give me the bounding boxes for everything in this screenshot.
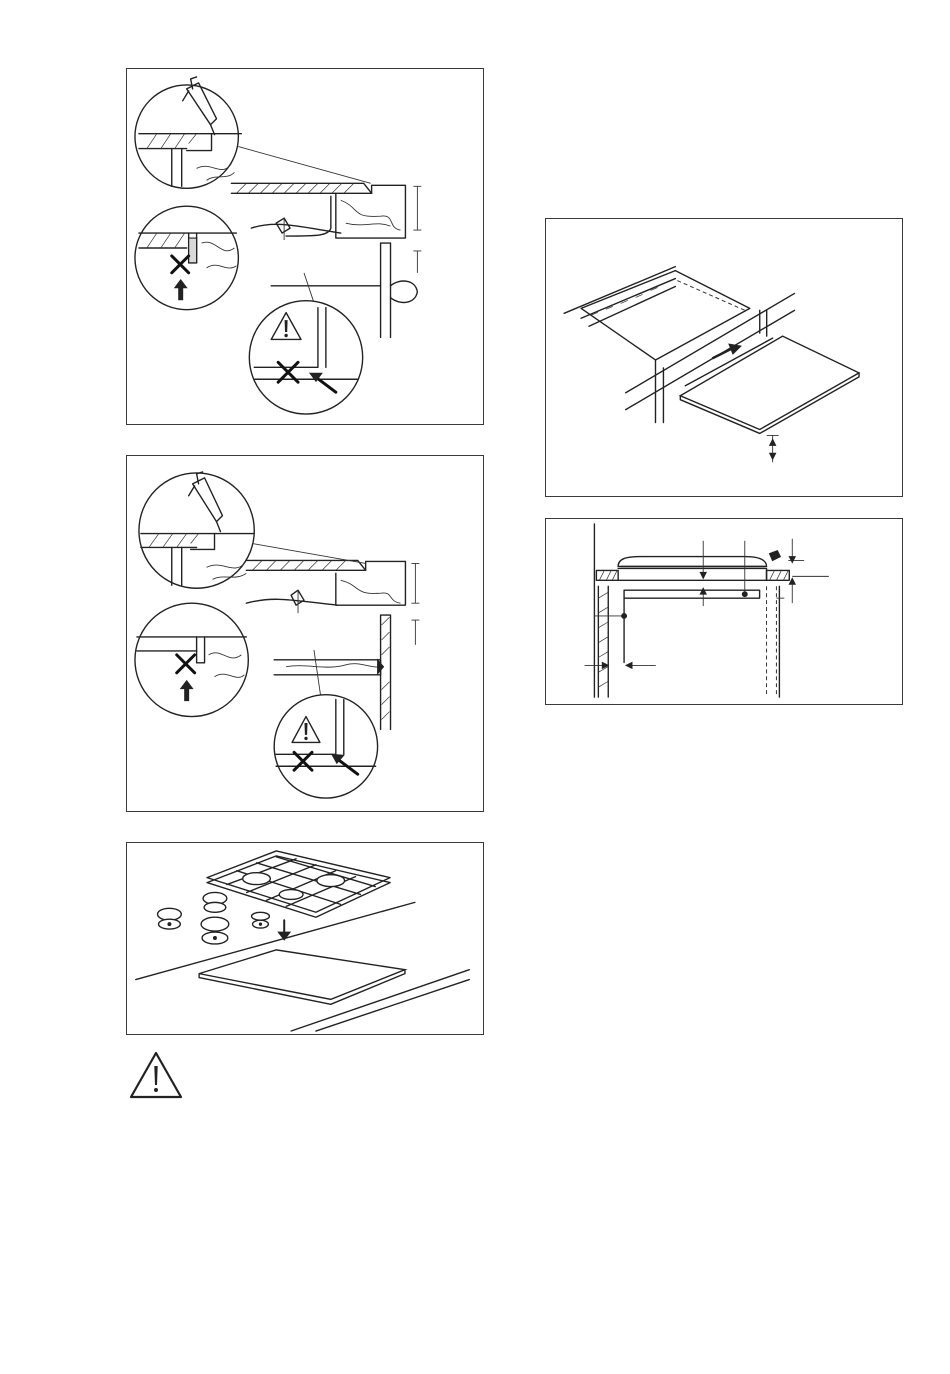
figure-sealing-detail-1 [126,68,484,425]
figure-sealing-detail-2-drawing [127,456,483,811]
figure-hob-grid-placement [126,842,484,1035]
detail-circle-wrong-sealing [135,603,248,716]
hob-appliance [618,551,780,581]
detail-circle-wrong-sealing [135,206,238,309]
warning-triangle-icon [128,1050,184,1100]
worktop-section [596,570,789,580]
detail-circle-warning [274,650,377,798]
figure-sealing-detail-2 [126,455,484,812]
separation-panel [680,336,859,433]
burner-caps [158,892,270,943]
figure-worktop-cutout [545,218,903,497]
detail-circle-warning [249,273,362,414]
right-arrow-icon [713,344,741,358]
pan-support-grid [207,851,390,917]
figure-hob-grid-drawing [127,843,483,1034]
hob-plate [199,950,405,1004]
worktop-cutout [581,271,750,360]
figure-cross-section-drawing [546,519,902,704]
figure-worktop-cutout-drawing [546,219,902,496]
figure-cross-section-clearances [545,518,903,705]
detail-circle-sealant [135,77,371,188]
figure-sealing-detail-1-drawing [127,69,483,424]
dimension-arrow-icon [767,435,779,462]
